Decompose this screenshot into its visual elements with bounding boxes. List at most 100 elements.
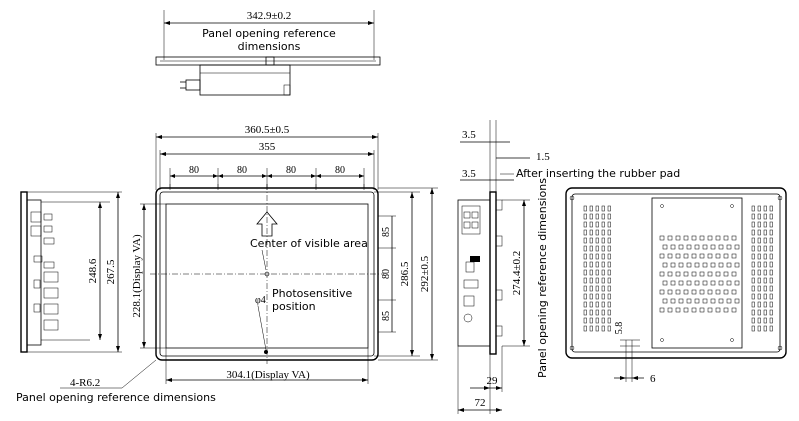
vent-slot: [595, 245, 599, 252]
vent-slot: [601, 317, 605, 324]
vent-slot: [751, 325, 755, 332]
vent-slot: [583, 245, 587, 252]
vent-slot: [589, 269, 593, 276]
vent-hole: [699, 235, 705, 241]
vent-hole: [670, 298, 676, 304]
vent-hole: [718, 244, 724, 250]
vent-hole: [686, 262, 692, 268]
vent-slot: [583, 229, 587, 236]
vent-slot: [769, 245, 773, 252]
vent-slot: [763, 213, 767, 220]
vent-slot: [751, 285, 755, 292]
vent-slot: [601, 285, 605, 292]
vent-slot: [751, 261, 755, 268]
sensor-label-line2: position: [272, 300, 316, 313]
vent-slot: [763, 309, 767, 316]
vent-slot: [601, 221, 605, 228]
vent-slot: [751, 301, 755, 308]
vent-slot: [601, 237, 605, 244]
vent-slot: [601, 301, 605, 308]
vent-hole: [731, 271, 737, 277]
vent-hole: [686, 298, 692, 304]
vent-hole: [675, 307, 681, 313]
rubber-note: After inserting the rubber pad: [516, 167, 680, 180]
vent-hole: [723, 289, 729, 295]
vent-slot: [751, 237, 755, 244]
front-view: 360.5±0.5 355 80 80 80 80: [16, 124, 438, 404]
vent-hole: [715, 307, 721, 313]
top-panel-note-line2: dimensions: [238, 40, 301, 53]
vent-hole: [707, 289, 713, 295]
vent-slot: [757, 205, 761, 212]
top-width-dimension: 342.9±0.2: [247, 10, 292, 22]
vent-slot: [583, 261, 587, 268]
vent-slot: [763, 253, 767, 260]
vent-slot: [607, 261, 611, 268]
vent-slot: [769, 229, 773, 236]
vent-slot: [751, 269, 755, 276]
vent-slot: [757, 293, 761, 300]
vent-hole: [702, 262, 708, 268]
vent-slot: [589, 261, 593, 268]
vent-slot: [589, 237, 593, 244]
vent-hole: [734, 298, 740, 304]
spacing-4: 80: [335, 165, 345, 176]
vent-slot: [583, 237, 587, 244]
vent-hole: [731, 253, 737, 259]
vent-hole: [659, 289, 665, 295]
right-spacing-1: 85: [381, 227, 392, 237]
vent-slot: [607, 213, 611, 220]
vent-slot: [595, 309, 599, 316]
vent-hole: [723, 253, 729, 259]
vent-hole: [715, 235, 721, 241]
vent-hole: [659, 235, 665, 241]
vent-slot: [595, 253, 599, 260]
vent-hole: [662, 262, 668, 268]
vent-slot: [595, 285, 599, 292]
vent-slot: [763, 237, 767, 244]
vent-slot: [601, 309, 605, 316]
vent-slot: [769, 317, 773, 324]
vent-slot: [607, 237, 611, 244]
vent-slot: [751, 293, 755, 300]
rear-vent-left: [583, 205, 611, 332]
vent-slot: [595, 205, 599, 212]
vent-slot: [751, 229, 755, 236]
spacing-3: 80: [286, 165, 296, 176]
vent-hole: [662, 280, 668, 286]
vent-slot: [607, 245, 611, 252]
vent-slot: [757, 317, 761, 324]
vent-hole: [662, 244, 668, 250]
vent-slot: [601, 261, 605, 268]
vent-slot: [595, 237, 599, 244]
vent-slot: [583, 325, 587, 332]
vent-slot: [757, 269, 761, 276]
vent-hole: [667, 235, 673, 241]
vent-slot: [589, 293, 593, 300]
vent-hole: [707, 271, 713, 277]
vent-slot: [601, 269, 605, 276]
vent-hole: [678, 280, 684, 286]
vent-slot: [757, 277, 761, 284]
vent-slot: [601, 325, 605, 332]
rear-housing: [565, 187, 787, 359]
height-inner: 286.5: [399, 261, 411, 286]
vent-slot: [595, 293, 599, 300]
vent-hole: [683, 235, 689, 241]
vent-slot: [583, 213, 587, 220]
vent-slot: [589, 325, 593, 332]
vent-hole: [667, 307, 673, 313]
vent-slot: [763, 301, 767, 308]
vent-hole: [694, 298, 700, 304]
vent-slot: [601, 245, 605, 252]
vent-slot: [595, 229, 599, 236]
vent-slot: [583, 293, 587, 300]
vent-hole: [675, 289, 681, 295]
vent-slot: [607, 253, 611, 260]
vent-hole: [678, 262, 684, 268]
vent-hole: [699, 253, 705, 259]
vent-hole: [718, 298, 724, 304]
height-outer: 292±0.5: [419, 255, 431, 292]
left-view: 248.6 267.5: [20, 191, 122, 353]
